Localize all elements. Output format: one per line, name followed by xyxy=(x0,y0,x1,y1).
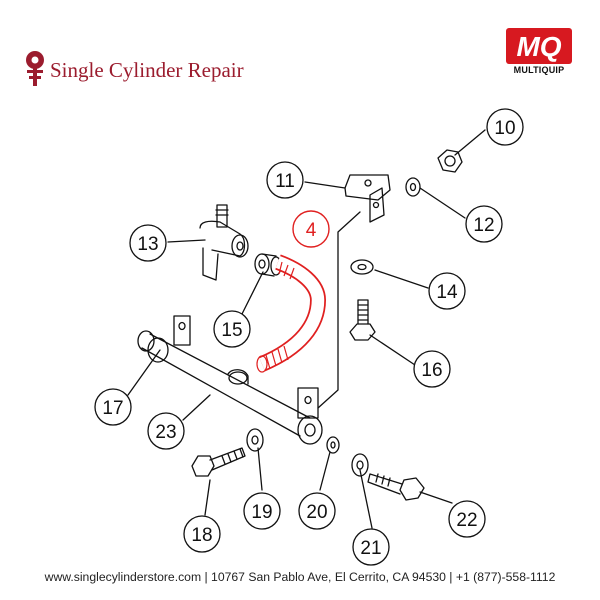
callout-18[interactable]: 18 xyxy=(183,515,221,553)
maker-name: MULTIQUIP xyxy=(513,65,565,75)
maker-logo-letters: MQ xyxy=(516,31,561,62)
maker-logo-icon: MQ xyxy=(506,28,572,64)
brand[interactable]: Single Cylinder Repair xyxy=(24,50,244,90)
callout-11[interactable]: 11 xyxy=(266,161,304,199)
brand-name: Single Cylinder Repair xyxy=(50,57,244,82)
maker-logo: MQ MULTIQUIP xyxy=(506,28,572,75)
callout-19[interactable]: 19 xyxy=(243,492,281,530)
svg-text:10: 10 xyxy=(494,118,515,139)
callout-23[interactable]: 23 xyxy=(147,412,185,450)
svg-text:14: 14 xyxy=(436,282,458,303)
hose-part-4 xyxy=(256,254,327,373)
svg-text:11: 11 xyxy=(275,171,295,192)
callout-17[interactable]: 17 xyxy=(94,388,132,426)
footer-contact: www.singlecylinderstore.com | 10767 San … xyxy=(44,570,556,584)
svg-text:22: 22 xyxy=(456,510,477,531)
callout-4[interactable]: 4 xyxy=(292,210,330,248)
svg-text:23: 23 xyxy=(155,422,176,443)
callout-21[interactable]: 21 xyxy=(352,528,390,566)
callout-15[interactable]: 15 xyxy=(213,310,251,348)
sc-logo-icon xyxy=(26,51,44,86)
svg-text:17: 17 xyxy=(102,398,123,419)
callouts: 4 10 11 12 13 14 15 16 xyxy=(94,108,524,566)
callout-22[interactable]: 22 xyxy=(448,500,486,538)
svg-text:18: 18 xyxy=(191,525,212,546)
callout-20[interactable]: 20 xyxy=(298,492,336,530)
callout-10[interactable]: 10 xyxy=(486,108,524,146)
callout-16[interactable]: 16 xyxy=(413,350,451,388)
svg-text:20: 20 xyxy=(306,502,327,523)
svg-text:16: 16 xyxy=(421,360,442,381)
callout-12[interactable]: 12 xyxy=(465,205,503,243)
svg-text:12: 12 xyxy=(473,215,494,236)
svg-text:19: 19 xyxy=(251,502,272,523)
svg-text:15: 15 xyxy=(221,320,242,341)
callout-14[interactable]: 14 xyxy=(428,272,466,310)
svg-text:4: 4 xyxy=(306,220,317,241)
callout-13[interactable]: 13 xyxy=(129,224,167,262)
page-header: Single Cylinder Repair MQ MULTIQUIP xyxy=(0,0,600,100)
svg-text:21: 21 xyxy=(360,538,381,559)
svg-text:13: 13 xyxy=(137,234,158,255)
